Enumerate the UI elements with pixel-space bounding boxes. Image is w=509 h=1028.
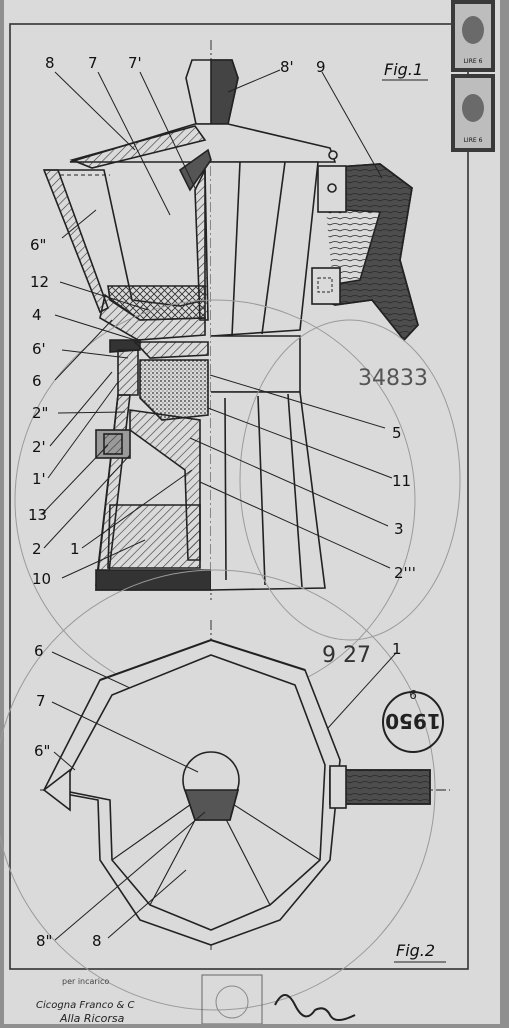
fig1-title: Fig.1 [384,60,423,79]
serial-number: 34833 [358,366,428,391]
leader-lines [41,69,397,941]
label-2pp: 2" [32,404,48,422]
label-7: 7 [88,54,98,72]
handwritten-number: 9 27 [322,643,371,668]
label-4: 4 [32,306,42,324]
label-12: 12 [30,273,49,291]
signature-scribble [274,994,356,1021]
label-8pp: 8" [36,932,52,950]
label-6: 6 [34,642,44,660]
fig2-title: Fig.2 [396,941,435,960]
label-1: 1 [70,540,80,558]
per-incarico-note: per incarico [62,977,109,986]
fig1-labels: 8 7 7' 8' 9 6" 12 4 6' 6 2" 2' 1' 13 2 1… [28,54,423,588]
label-7: 7 [36,692,46,710]
firm-name: Cicogna Franco & C [36,1000,134,1011]
stamp-year: 1950 [385,709,441,733]
label-2: 2 [32,540,42,558]
label-8: 8 [92,932,102,950]
label-1: 1 [392,640,402,658]
fig2-top-view [40,620,450,950]
label-6: 6 [32,372,42,390]
label-1p: 1' [32,470,46,488]
stamp-top: 9 [409,687,417,701]
revenue-stamps: LIRE 6 LIRE 6 [451,0,495,152]
fig2-labels: 6 7 6" 1 8" 8 Fig.2 [34,640,435,960]
label-6pp: 6" [30,236,46,254]
label-8p: 8' [280,58,294,76]
label-8: 8 [45,54,55,72]
stamp-value: LIRE 6 [464,137,483,144]
office-stamp [215,985,249,1019]
label-3: 3 [394,520,404,538]
date-stamp: 9 1950 [382,687,444,753]
label-7p: 7' [128,54,142,72]
firm-signature: Alla Ricorsa [59,1012,125,1024]
label-6pp: 6" [34,742,50,760]
label-10: 10 [32,570,51,588]
label-9: 9 [316,58,326,76]
label-2p: 2' [32,438,46,456]
drawing-frame [9,23,469,970]
label-13: 13 [28,506,47,524]
label-5: 5 [392,424,402,442]
stamp-value: LIRE 6 [464,58,483,65]
label-2ppp: 2''' [394,564,416,582]
label-11: 11 [392,472,411,490]
label-6p: 6' [32,340,46,358]
